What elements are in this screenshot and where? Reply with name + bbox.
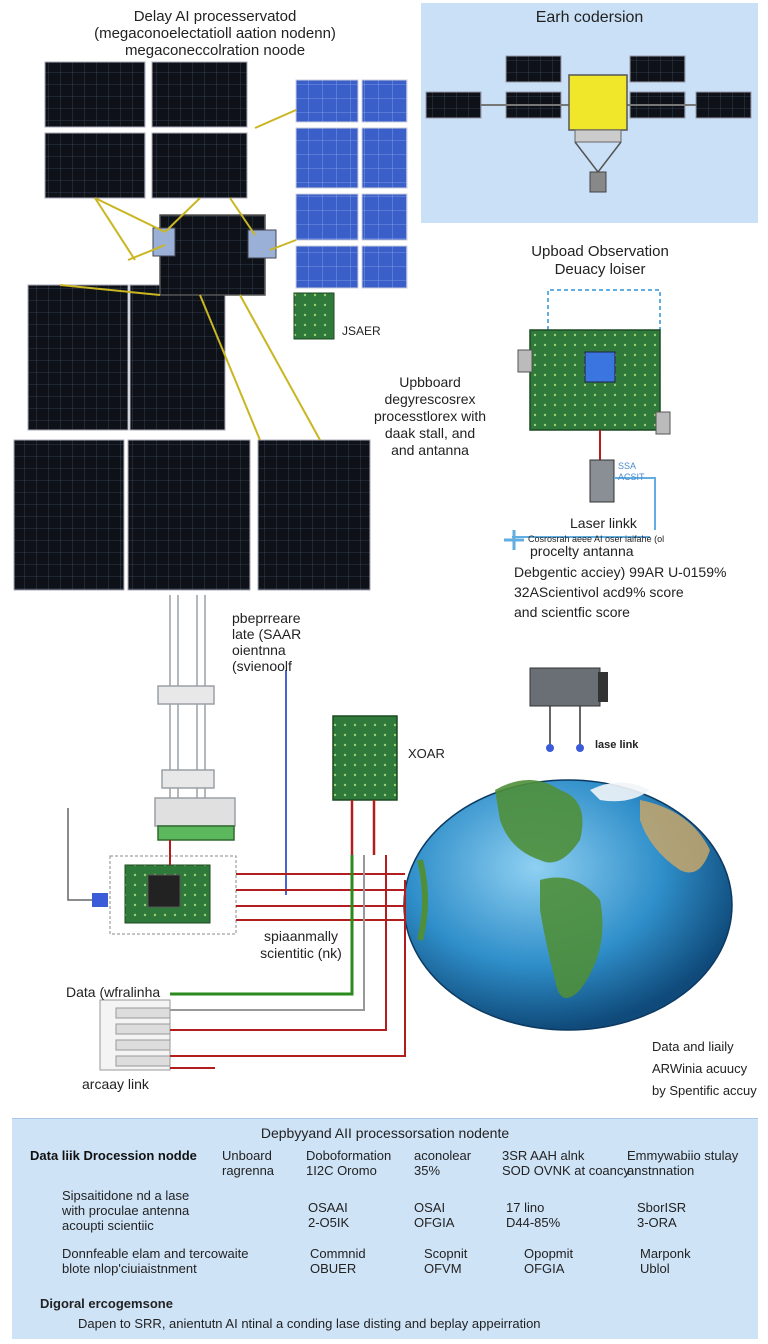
sar-prepare-label: pbeprreare late (SAAR oientnna (svienool… [232,610,302,674]
lase-link-label: lase link [595,739,639,751]
table-row-1-col6: SborISR 3-ORA [637,1200,687,1230]
table-header-emmywabiio: Emmywabiio stulay anstnnation [627,1148,739,1178]
observation-panel-title: Earh codersion [535,9,644,26]
jsaer-board [293,292,335,340]
xoar-board [332,715,398,855]
summary-table-panel [12,1118,758,1339]
upboard-processor-label: Upbboard degyrescosrex processtlorex wit… [373,374,487,458]
solar-panel-wing-blue [295,79,408,289]
xoar-label: XOAR [408,746,445,761]
observation-satellite [425,55,752,193]
ground-tower [154,595,287,895]
proceity-antenna-label: procelty antanna [530,543,634,559]
solar-panel-array-left [13,61,371,591]
table-row-1-col3: OSAAI 2-O5IK [308,1200,350,1230]
table-header-doboformation: Doboformation 1I2C Oromo [306,1148,392,1178]
table-row-2-col4: Scopnit OFVM [424,1246,468,1276]
table-header-data-link: Data liik Drocession nodde [30,1148,197,1163]
dpurarr-processor [67,808,405,935]
satellite-bus [152,214,277,296]
table-header-3sr-aah: 3SR AAH alnk SOD OVNK at coancy [502,1148,630,1178]
table-row-2-col6: Marponk Ublol [640,1246,691,1276]
table-section-label: Digoral ercogemsone [40,1296,173,1311]
laser-link-label: Laser linkk [570,515,637,531]
cosmos-note-label: Cosrosrah aeee AI oser iaifahe (ol [528,534,665,544]
table-row-1-col5: 17 lino D44-85% [506,1200,561,1230]
table-row-2-label: Donnfeable elam and tercowaite blote nlo… [62,1246,249,1276]
table-header-aconolear: aconolear 35% [414,1148,472,1178]
table-row-2-col5: Opopmit OFGIA [524,1246,574,1276]
diagram-title: Delay AI processervatod (megaconoelectat… [94,8,336,59]
data-link-label: Data (wfralinha [66,984,161,1000]
data-link-connector [99,855,406,1071]
upboard-observation-title: Upboad Observation Deuacy loiser [531,243,669,278]
table-footer-text: Dapen to SRR, anientutn AI ntinal a cond… [78,1316,541,1331]
accuracy-score-label: Debgentic acciey) 99AR U-0159% 32AScient… [514,564,727,620]
arcaay-link-label: arcaay link [82,1076,149,1092]
earth-globe [403,779,733,1031]
table-title: Depbyyand AII processorsation nodente [260,1125,510,1141]
table-row-1-label: Sipsaitidone nd a lase with proculae ant… [62,1188,190,1233]
ssa-acsit-label: SSA ACSIT [618,461,645,482]
data-daily-accuracy-label: Data and liaily ARWinia acuucy by Spenti… [652,1039,757,1098]
spiann-scientific-label: spiaanmally scientitic (nk) [260,928,342,961]
table-row-2-col3: Commnid OBUER [310,1246,366,1276]
table-row-1-col4: OSAI OFGIA [414,1200,455,1230]
table-header-unboard: Unboard ragrenna [222,1148,275,1178]
laser-link-module [529,667,608,752]
support-struts [59,109,321,441]
jsaer-label: JSAER [342,324,381,338]
onboard-processor-board [504,289,671,550]
